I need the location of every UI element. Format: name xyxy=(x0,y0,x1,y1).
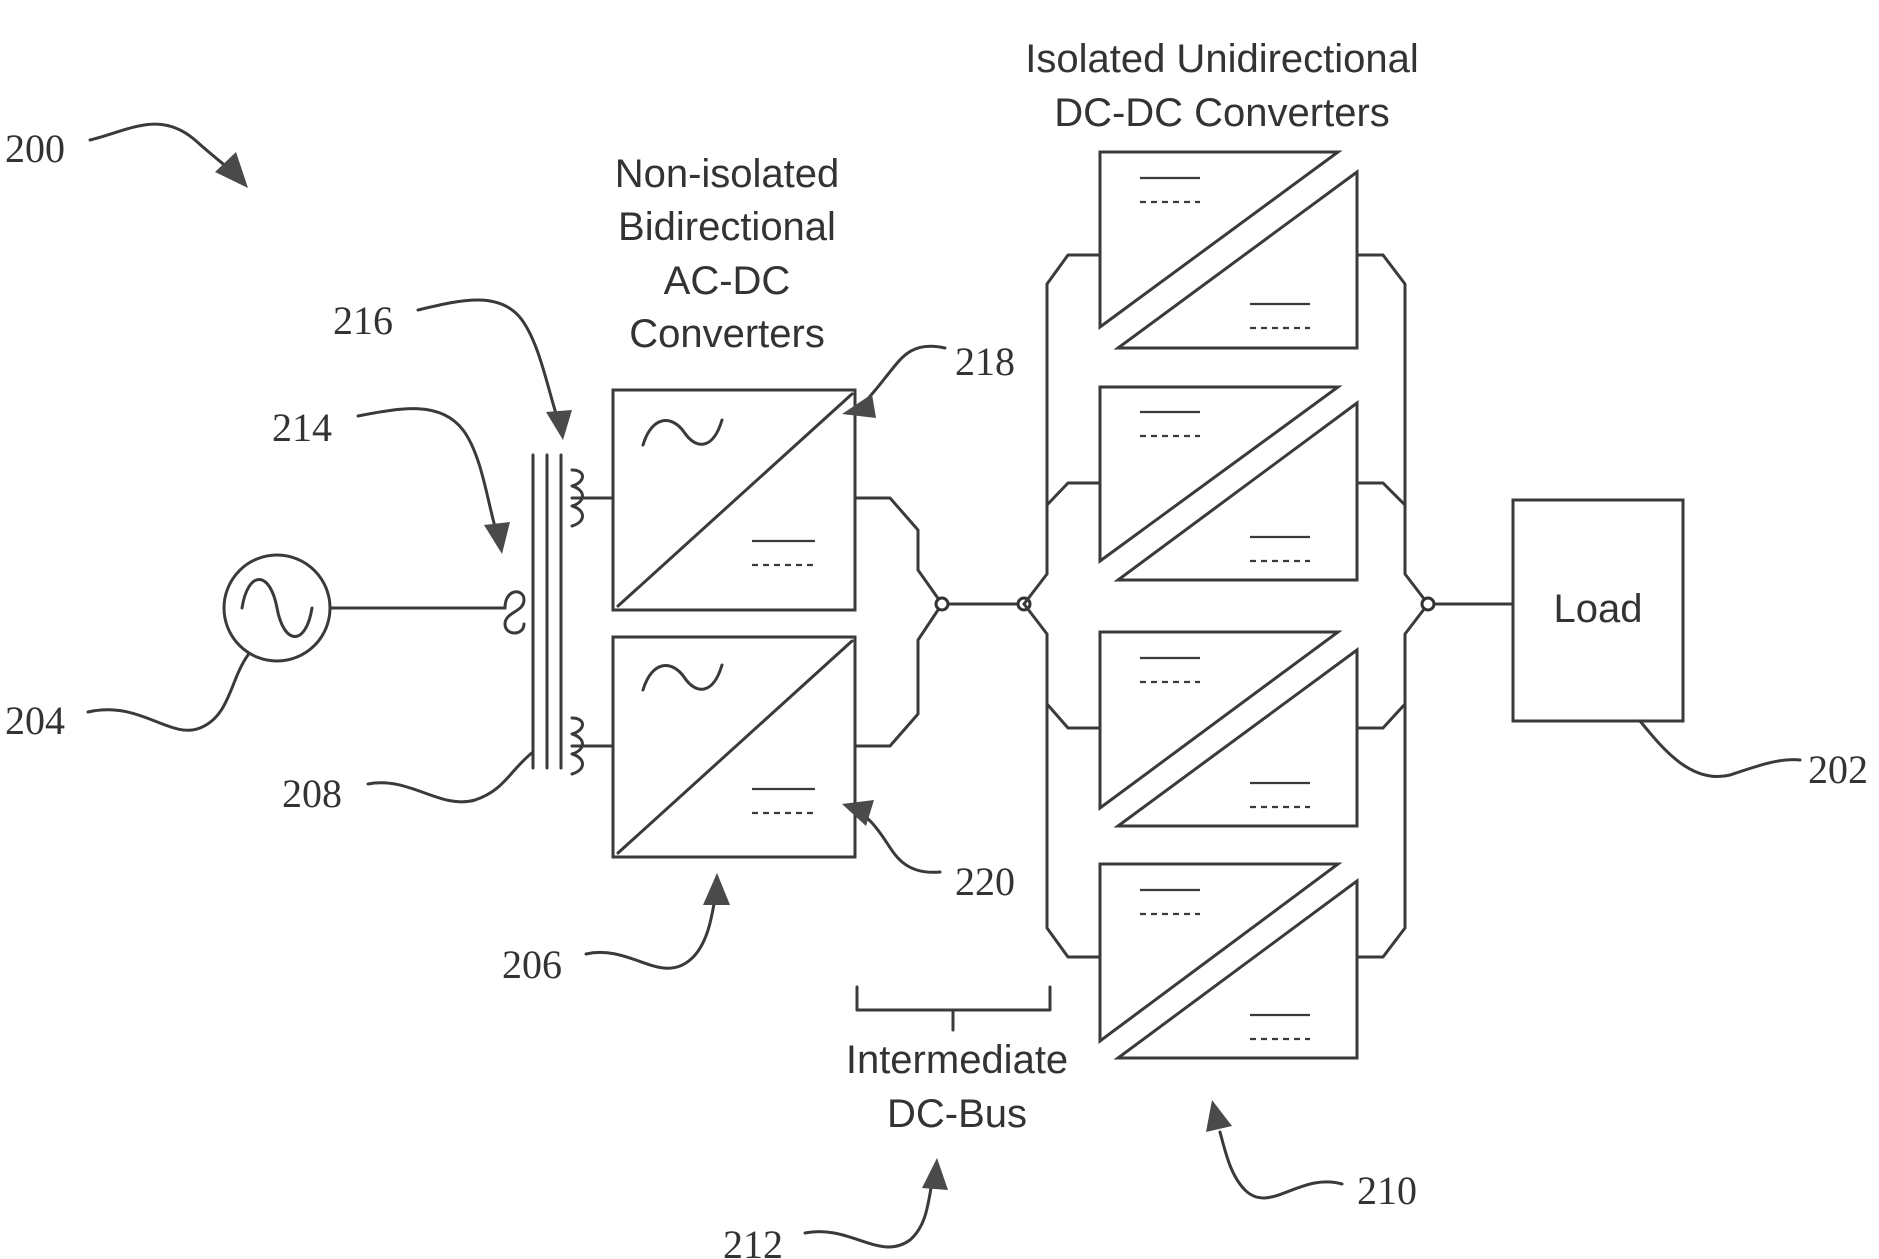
input-rail-bottom xyxy=(1024,604,1100,957)
arrow-210 xyxy=(1206,1100,1232,1132)
ac-dc-converter-top xyxy=(613,390,855,610)
leader-line-220 xyxy=(860,812,940,872)
dc-bus-label-line2: DC-Bus xyxy=(887,1092,1027,1136)
bottom-converter-output-wire xyxy=(855,604,942,746)
dc-dc-converter-4 xyxy=(1100,864,1357,1058)
isolated-converters-title-line2: DC-DC Converters xyxy=(1054,91,1390,135)
input-rail-top xyxy=(1024,255,1100,604)
dc-dc-output-rails xyxy=(1357,255,1513,957)
leader-line-212 xyxy=(805,1182,932,1247)
ref-label-214: 214 xyxy=(272,405,332,450)
nonisolated-converters-title-line4: Converters xyxy=(629,312,825,356)
output-rail-3 xyxy=(1357,704,1405,728)
input-rail-3 xyxy=(1047,704,1100,728)
ref-label-208: 208 xyxy=(282,771,342,816)
ref-label-202: 202 xyxy=(1808,747,1868,792)
ref-label-216: 216 xyxy=(333,298,393,343)
load-label: Load xyxy=(1554,587,1643,631)
ref-label-212: 212 xyxy=(723,1222,783,1259)
reference-200: 200 xyxy=(5,124,248,188)
junction-output xyxy=(1422,598,1434,610)
arrow-206 xyxy=(703,873,730,905)
arrow-214 xyxy=(484,522,510,554)
arrow-212 xyxy=(922,1158,948,1190)
leader-line-208 xyxy=(368,752,533,802)
leader-line-214 xyxy=(358,409,496,530)
primary-coil xyxy=(505,592,524,633)
dc-dc-input-rails xyxy=(1024,255,1100,957)
ref-label-218: 218 xyxy=(955,339,1015,384)
arrow-216 xyxy=(546,410,572,440)
output-rail-top xyxy=(1357,255,1428,604)
junction-left xyxy=(936,598,948,610)
ref-label-210: 210 xyxy=(1357,1168,1417,1213)
nonisolated-converters-title-line3: AC-DC xyxy=(664,259,791,303)
leader-line-206 xyxy=(586,898,715,968)
ac-dc-converter-bottom xyxy=(613,637,855,857)
load: Load xyxy=(1513,500,1683,721)
nonisolated-converters-title-line2: Bidirectional xyxy=(618,205,836,249)
ref-label-220: 220 xyxy=(955,859,1015,904)
top-converter-output-wire xyxy=(855,498,942,604)
output-rail-bottom xyxy=(1357,604,1428,957)
output-rail-2 xyxy=(1357,483,1405,505)
arrow-200 xyxy=(215,152,248,188)
leader-line-202 xyxy=(1640,721,1800,777)
dc-dc-converter-1 xyxy=(1100,152,1357,348)
ac-source xyxy=(224,555,330,661)
dc-bus-label-line1: Intermediate xyxy=(846,1038,1068,1082)
dc-dc-converter-2 xyxy=(1100,387,1357,580)
nonisolated-converters-title-line1: Non-isolated xyxy=(615,152,840,196)
intermediate-dc-bus-wiring xyxy=(855,498,1030,746)
leader-line-210 xyxy=(1220,1132,1342,1198)
ref-label-204: 204 xyxy=(5,698,65,743)
sine-wave-icon xyxy=(242,580,312,637)
leader-line-216 xyxy=(418,300,558,420)
ref-label-206: 206 xyxy=(502,942,562,987)
input-rail-2 xyxy=(1047,483,1100,505)
transformer xyxy=(505,455,613,774)
ref-label-200: 200 xyxy=(5,126,65,171)
leader-line-204 xyxy=(88,655,248,730)
isolated-converters-title-line1: Isolated Unidirectional xyxy=(1025,37,1419,81)
dc-bus-bracket xyxy=(857,987,1050,1030)
dc-dc-converter-3 xyxy=(1100,632,1357,826)
